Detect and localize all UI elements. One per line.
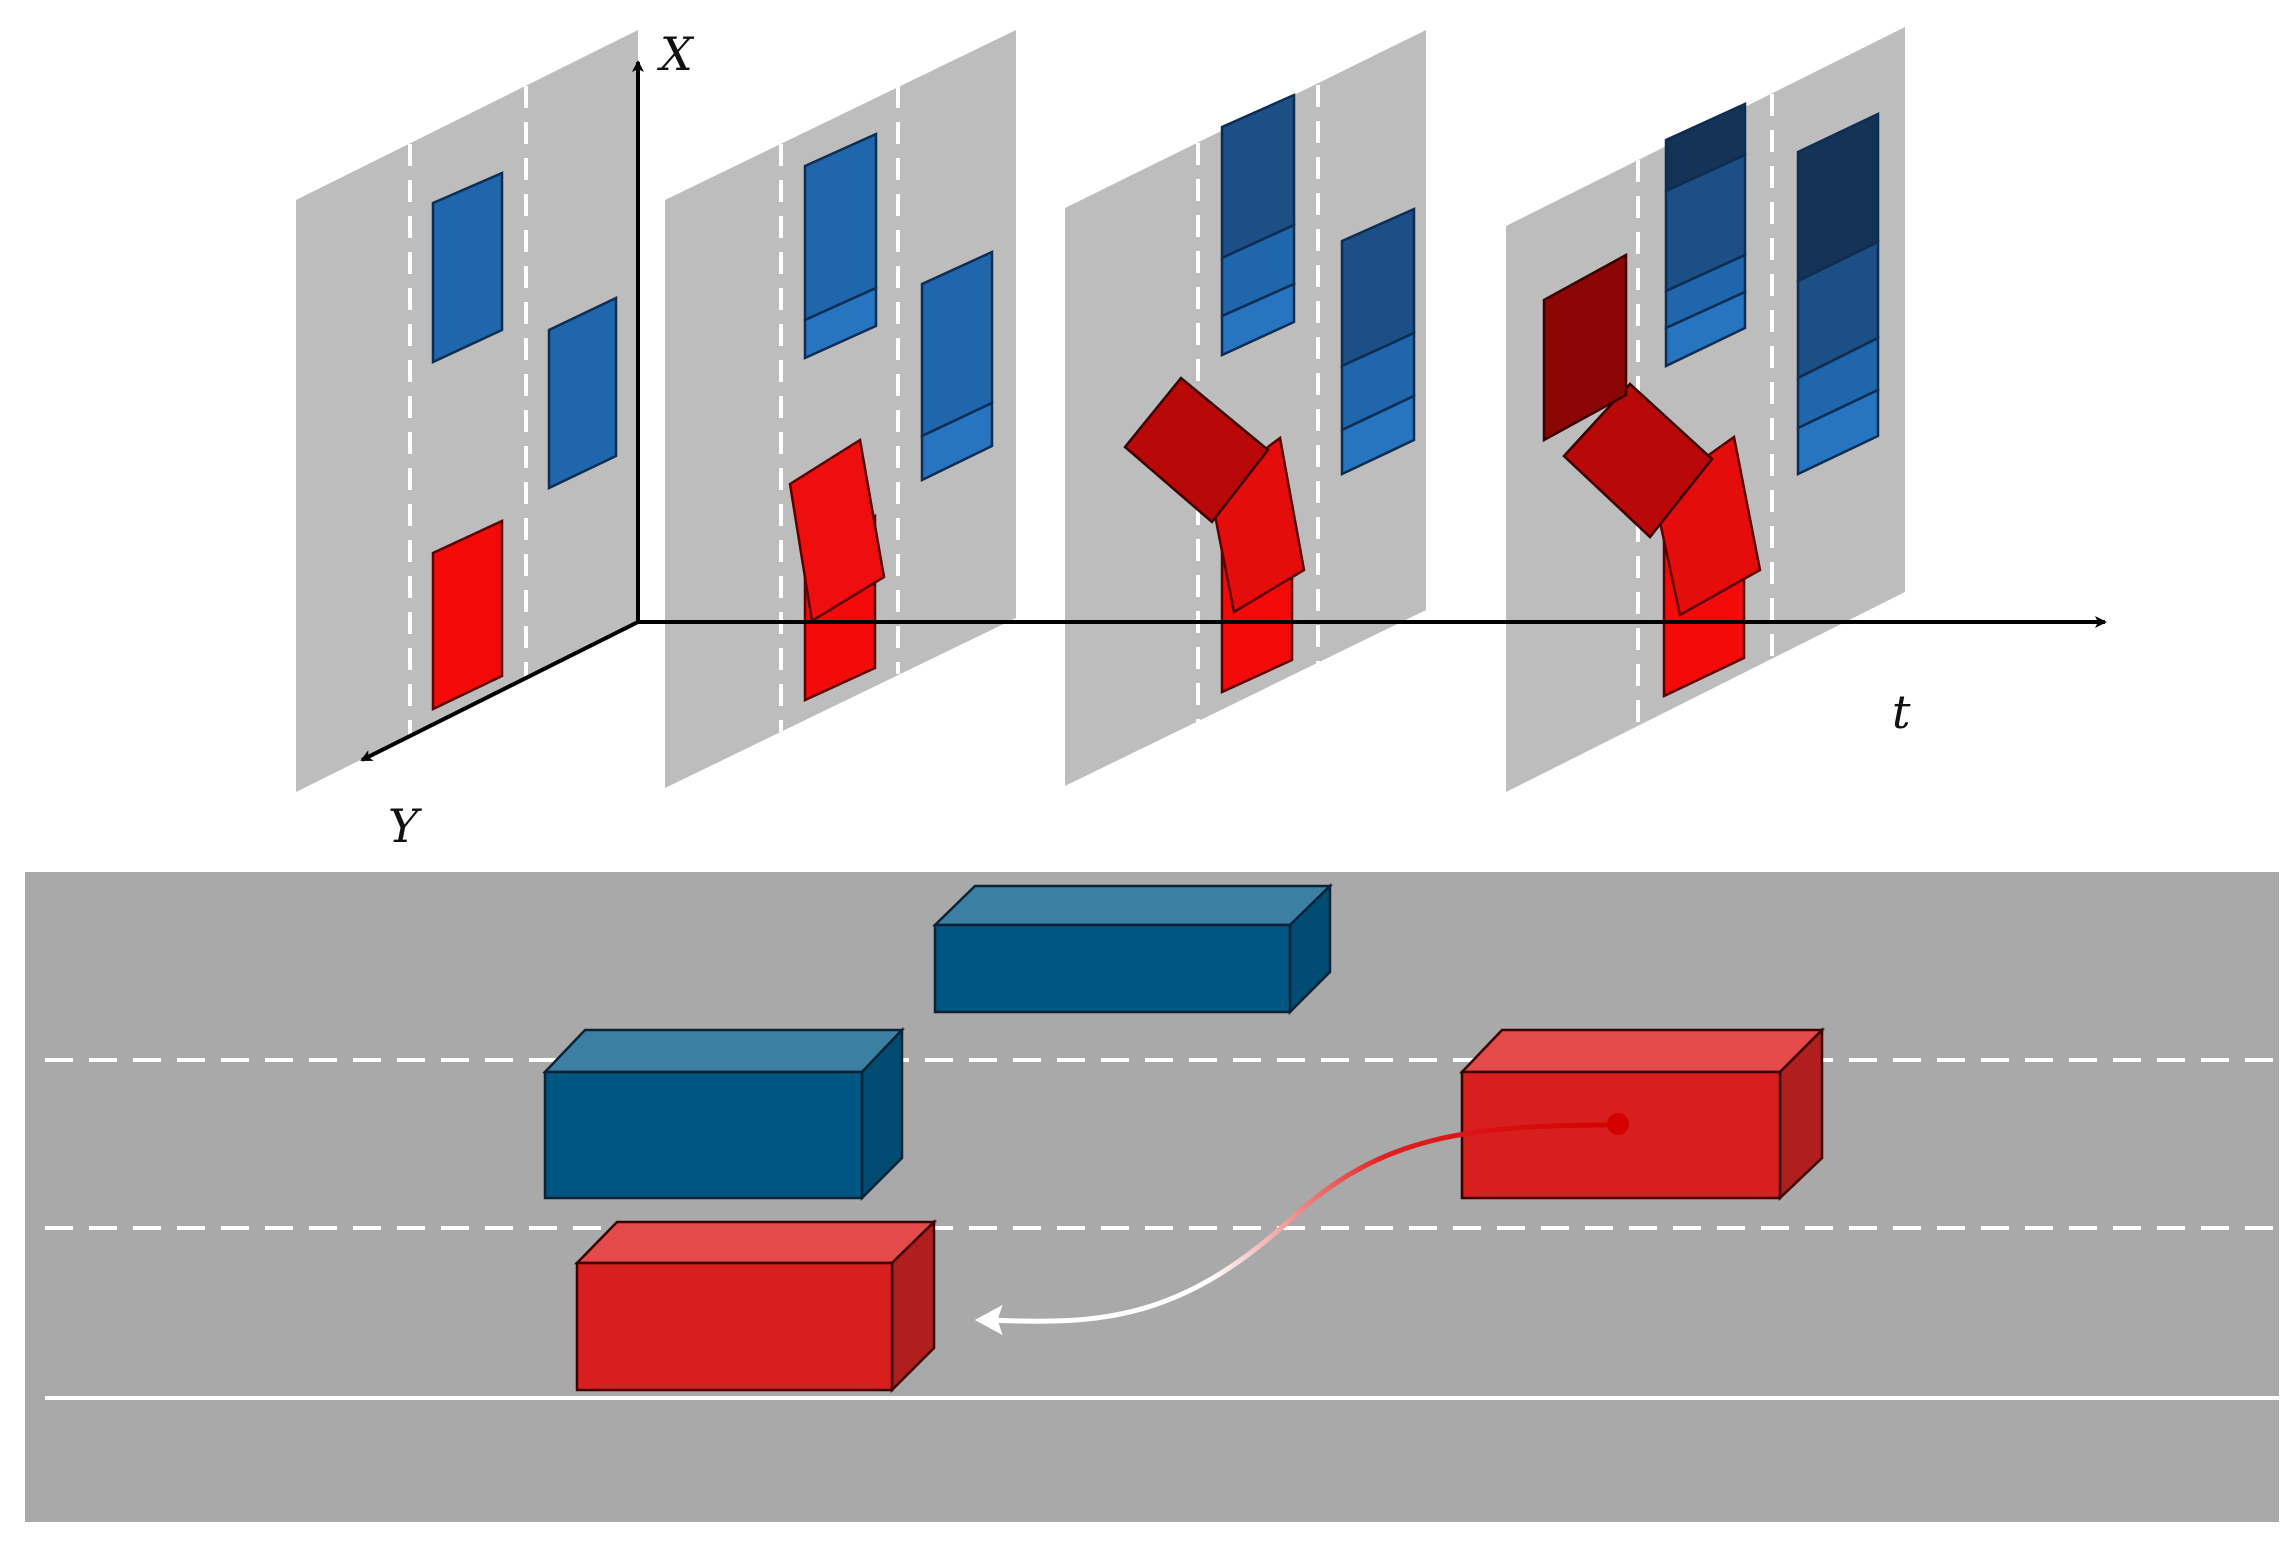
- slice-plane: [296, 30, 638, 792]
- ego-vehicle-slice: [788, 437, 886, 624]
- other-vehicle-slice: [920, 401, 994, 482]
- slice-plane: [1065, 30, 1426, 786]
- other-vehicle-slice: [803, 286, 878, 360]
- other-vehicle-slice: [1796, 388, 1880, 476]
- other-vehicle-slice: [547, 296, 618, 490]
- y-axis: [360, 620, 639, 762]
- t-axis-label: t: [1892, 685, 1911, 739]
- other-vehicle-slice: [1340, 394, 1416, 476]
- time-slice-4: [1506, 27, 1905, 792]
- time-slices: [296, 27, 1905, 792]
- other-vehicle-slice: [1664, 290, 1747, 368]
- ego-vehicle-box: [1459, 1026, 1826, 1201]
- y-axis-label: Y: [388, 799, 423, 853]
- slice-plane: [665, 30, 1016, 788]
- time-slice-3: [1065, 30, 1426, 786]
- other-vehicle-box: [931, 883, 1334, 1016]
- x-axis-label: X: [657, 27, 695, 81]
- trajectory-arrow: [974, 1113, 1629, 1336]
- other-vehicle-slice: [1220, 282, 1296, 357]
- ego-vehicle-slice: [1542, 252, 1628, 443]
- ego-vehicle-box: [574, 1219, 938, 1394]
- time-slice-1: [296, 30, 638, 792]
- trajectory-start-point: [1607, 1113, 1629, 1135]
- other-vehicle-slice: [431, 171, 504, 364]
- ego-vehicle-slice: [1123, 376, 1270, 524]
- road-scene: [25, 872, 2279, 1522]
- other-vehicle-box: [542, 1026, 905, 1202]
- coordinate-axes: X Y t: [360, 27, 2107, 853]
- ego-vehicle-slice: [1562, 382, 1714, 539]
- ego-vehicle-slice: [431, 519, 504, 711]
- time-slice-2: [665, 30, 1016, 788]
